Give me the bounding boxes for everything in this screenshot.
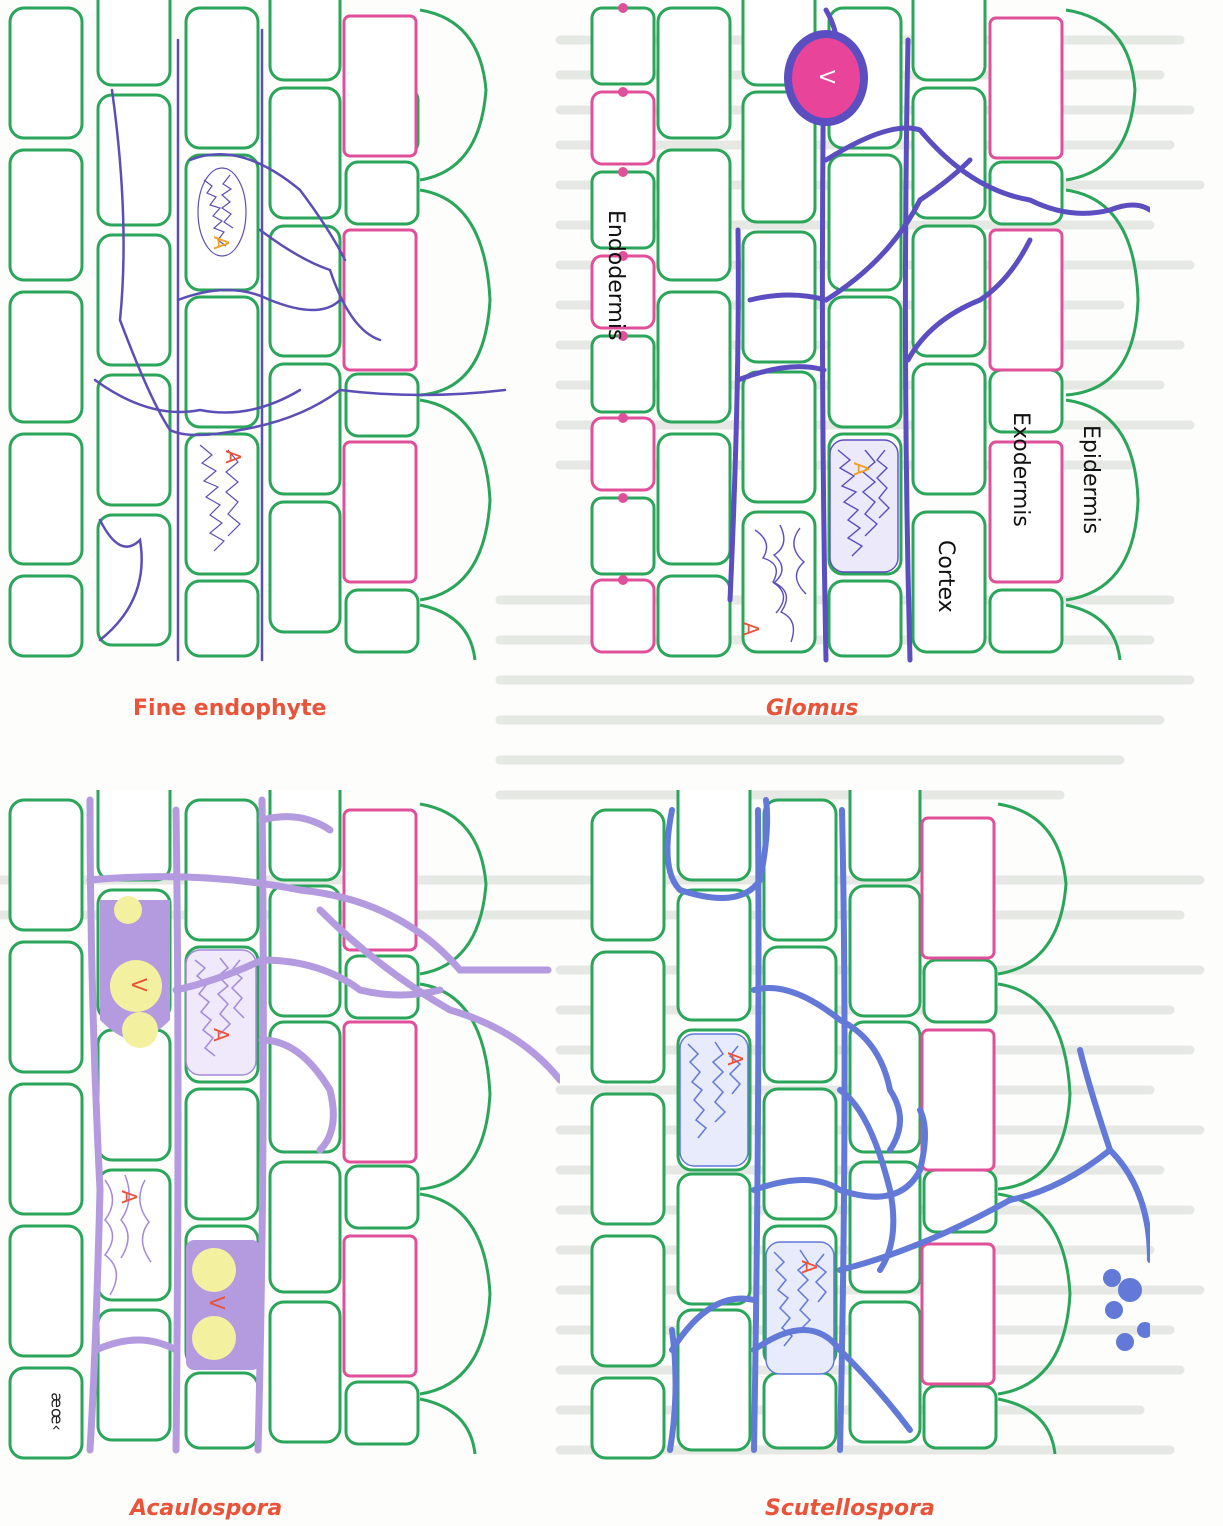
fine-endophyte-arbuscule-label-1: A <box>209 236 233 250</box>
panel-fine-endophyte: A A Fine endophyte <box>0 0 560 721</box>
scutellospora-arbuscule-label-2: A <box>797 1260 821 1274</box>
acaulospora-vesicle-label-2: V <box>205 1296 229 1310</box>
fine-endophyte-arbuscule-label-2: A <box>221 450 245 464</box>
glomus-vesicle-label: V <box>815 70 839 84</box>
panel-scutellospora: A A Scutellospora <box>590 790 1150 1521</box>
acaulospora-vesicle-label-1: V <box>127 978 151 992</box>
corner-mark: æœ‹ <box>47 1392 67 1431</box>
scutellospora-arbuscule-label-1: A <box>723 1052 747 1066</box>
caption-glomus: Glomus <box>766 696 859 721</box>
acaulospora-arbuscule-label-2: A <box>117 1190 141 1204</box>
label-endodermis: Endodermis <box>603 210 628 341</box>
panel-glomus: V A A Endodermis Exodermis Epidermis Cor… <box>590 0 1150 721</box>
label-cortex: Cortex <box>933 540 958 613</box>
label-exodermis: Exodermis <box>1008 412 1033 527</box>
label-epidermis: Epidermis <box>1078 425 1103 535</box>
panel-acaulospora: V V A A æœ‹ Acaulospora <box>0 790 560 1521</box>
acaulospora-arbuscule-label-1: A <box>209 1028 233 1042</box>
caption-scutellospora: Scutellospora <box>765 1496 935 1521</box>
fine-endophyte-diagram: A A <box>8 0 507 662</box>
glomus-arbuscule-label-2: A <box>739 622 763 636</box>
scutellospora-diagram: A A <box>590 790 1150 1460</box>
caption-fine-endophyte: Fine endophyte <box>133 696 327 721</box>
acaulospora-diagram: V V A A <box>8 790 560 1460</box>
caption-acaulospora: Acaulospora <box>130 1496 283 1521</box>
glomus-diagram: V A A <box>590 0 1150 663</box>
glomus-arbuscule-label-1: A <box>849 462 873 476</box>
